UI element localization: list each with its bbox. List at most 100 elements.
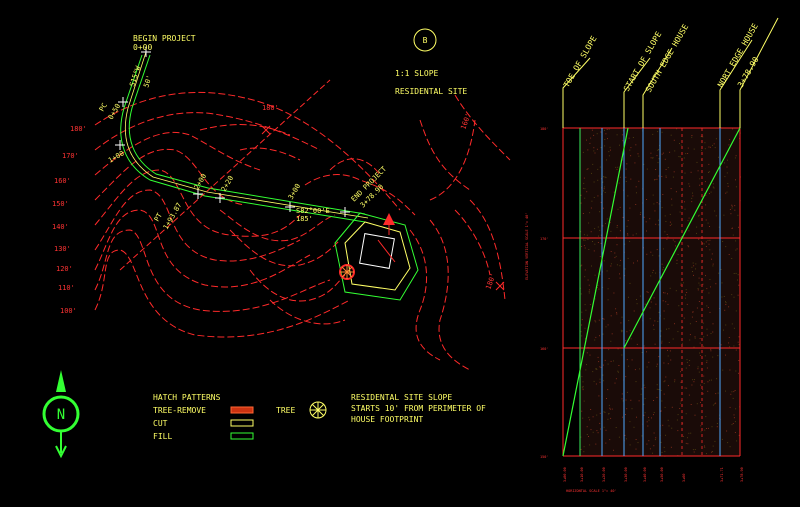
hatch-dot [684, 387, 686, 389]
bottom-ticks: 3+00.00 3+10.00 3+20.00 3+30.00 3+40.00 … [563, 467, 744, 493]
hatch-dot [643, 414, 645, 416]
hatch-dot [669, 224, 671, 226]
hatch-dot [581, 264, 583, 266]
hatch-dot [656, 365, 658, 367]
hatch-dot [626, 408, 628, 410]
hatch-dot [674, 381, 676, 383]
hatch-dot [720, 269, 722, 270]
contour-label: 160' [459, 112, 472, 131]
hatch-dot [669, 350, 671, 352]
hatch-dot [592, 431, 594, 433]
hatch-dot [650, 251, 652, 253]
hatch-dot [731, 323, 733, 325]
hatch-dot [634, 162, 636, 164]
hatch-dot [662, 424, 664, 426]
hatch-dot [653, 432, 655, 434]
hatch-dot [586, 168, 588, 170]
hatch-dot [603, 186, 605, 188]
hatch-dot [648, 361, 650, 363]
hatch-dot [706, 288, 708, 290]
hatch-dot [699, 342, 701, 344]
hatch-dot [694, 449, 696, 450]
hatch-dot [593, 134, 595, 136]
hatch-dot [600, 178, 602, 180]
hatch-dot [630, 338, 632, 340]
hatch-dot [656, 363, 658, 365]
hatch-dot [627, 234, 629, 236]
hatch-dot [649, 307, 651, 309]
hatch-dot [702, 224, 704, 226]
hatch-dot [613, 360, 614, 362]
hatch-dot [705, 219, 707, 221]
contour-label: 180' [484, 272, 497, 291]
hatch-dot [644, 387, 646, 389]
hatch-dot [656, 249, 658, 251]
hatch-dot [710, 191, 712, 193]
hatch-dot [661, 452, 663, 453]
hatch-dot [648, 419, 650, 421]
hatch-dot [596, 430, 598, 432]
hatch-dot [586, 139, 587, 141]
hatch-dot [588, 249, 590, 250]
hatch-dot [621, 316, 623, 318]
hatch-dot [617, 208, 619, 210]
hatch-dot [622, 130, 624, 132]
hatch-dot [707, 222, 709, 224]
hatch-dot [649, 448, 651, 450]
label-toe-of-slope: TOE OF SLOPE [562, 34, 599, 89]
station-tick: 3+50.00 [660, 467, 664, 482]
hatch-dot [738, 360, 740, 361]
hatch-dot [610, 230, 612, 232]
hatch-dot [654, 179, 656, 180]
hatch-dot [605, 326, 607, 328]
hatch-dot [662, 248, 664, 250]
hatch-dot [725, 301, 726, 303]
hatch-dot [638, 400, 640, 402]
bearing-main-dist: 185' [296, 215, 313, 223]
hatch-dot [738, 226, 739, 228]
hatch-dot [674, 323, 675, 325]
hatch-dot [636, 416, 637, 418]
hatch-dot [683, 317, 685, 319]
hatch-dot [629, 149, 631, 151]
hatch-dot [717, 355, 719, 357]
hatch-dot [708, 163, 710, 165]
hatch-dot [609, 407, 611, 409]
hatch-dot [689, 360, 691, 361]
hatch-dot [735, 310, 737, 312]
station-100: 1+00 [107, 149, 126, 164]
hatch-legend: HATCH PATTERNS TREE-REMOVE CUT FILL TREE… [153, 393, 486, 441]
hatch-dot [590, 429, 592, 431]
hatch-dot [586, 352, 588, 354]
hatch-dot [666, 238, 668, 240]
hatch-dot [610, 251, 612, 252]
hatch-dot [684, 208, 686, 210]
hatch-dot [712, 144, 713, 146]
hatch-dot [590, 409, 592, 410]
hatch-dot [641, 352, 643, 353]
hatch-dot [649, 318, 651, 320]
hatch-dot [646, 253, 648, 255]
hatch-dot [636, 299, 637, 300]
hatch-dot [683, 157, 685, 159]
hatch-dot [711, 426, 713, 428]
hatch-dot [596, 369, 598, 370]
hatch-dot [691, 316, 693, 318]
hatch-dot [598, 288, 600, 290]
hatch-dot [655, 223, 657, 225]
hatch-dot [711, 451, 713, 453]
hatch-dot [703, 243, 705, 245]
contour-label: 130' [54, 245, 71, 253]
hatch-dot [672, 176, 674, 178]
hatch-dot [615, 308, 617, 310]
hatch-dot [603, 260, 605, 262]
hatch-dot [621, 331, 623, 333]
hatch-dot [712, 263, 714, 265]
hatch-dot [707, 427, 709, 429]
hatch-dot [693, 274, 694, 276]
hatch-dot [658, 389, 660, 390]
hatch-dot [635, 448, 637, 450]
hatch-dot [657, 162, 659, 164]
hatch-dot [654, 320, 656, 322]
hatch-dot [646, 291, 648, 293]
